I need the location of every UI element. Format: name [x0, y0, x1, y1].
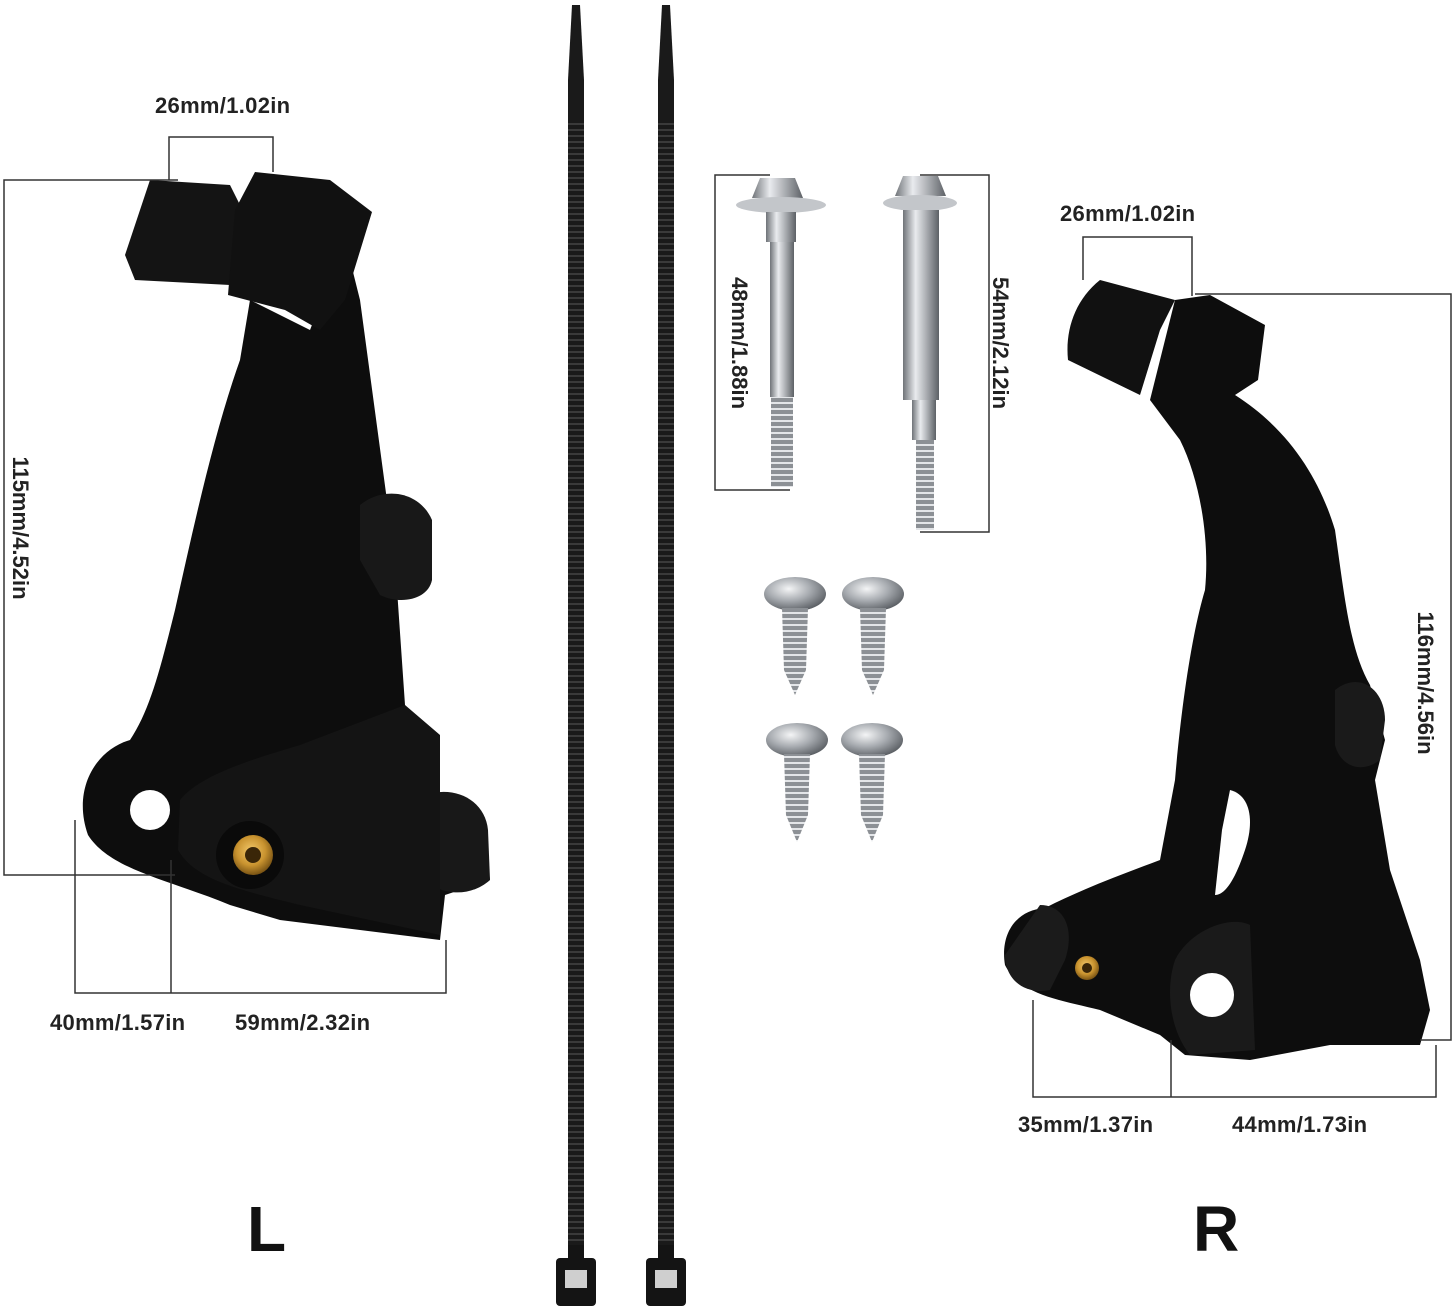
tapping-screw-3: [766, 723, 828, 842]
left-side-label: L: [247, 1193, 287, 1265]
long-bolt-length-label: 54mm/2.12in: [988, 276, 1013, 410]
right-base-right-label: 44mm/1.73in: [1232, 1112, 1368, 1137]
short-bolt-length-label: 48mm/1.88in: [727, 276, 752, 410]
left-bracket: [82, 172, 490, 940]
dimension-lines: [3, 136, 1452, 1098]
tapping-screw-2: [842, 577, 904, 695]
left-base-left-label: 40mm/1.57in: [50, 1010, 186, 1035]
cable-tie-left: [556, 5, 596, 1306]
tapping-screw-1: [764, 577, 826, 695]
left-top-width-label: 26mm/1.02in: [155, 93, 291, 118]
cable-tie-right: [646, 5, 686, 1306]
right-top-width-label: 26mm/1.02in: [1060, 201, 1196, 226]
right-height-label: 116mm/4.56in: [1413, 611, 1438, 755]
left-height-label: 115mm/4.52in: [8, 456, 33, 600]
right-base-left-label: 35mm/1.37in: [1018, 1112, 1154, 1137]
left-base-right-label: 59mm/2.32in: [235, 1010, 371, 1035]
shoulder-bolt-long: [883, 176, 957, 530]
shoulder-bolt-short: [736, 178, 826, 487]
tapping-screw-4: [841, 723, 903, 842]
right-side-label: R: [1193, 1193, 1240, 1265]
right-bracket: [1004, 280, 1430, 1060]
